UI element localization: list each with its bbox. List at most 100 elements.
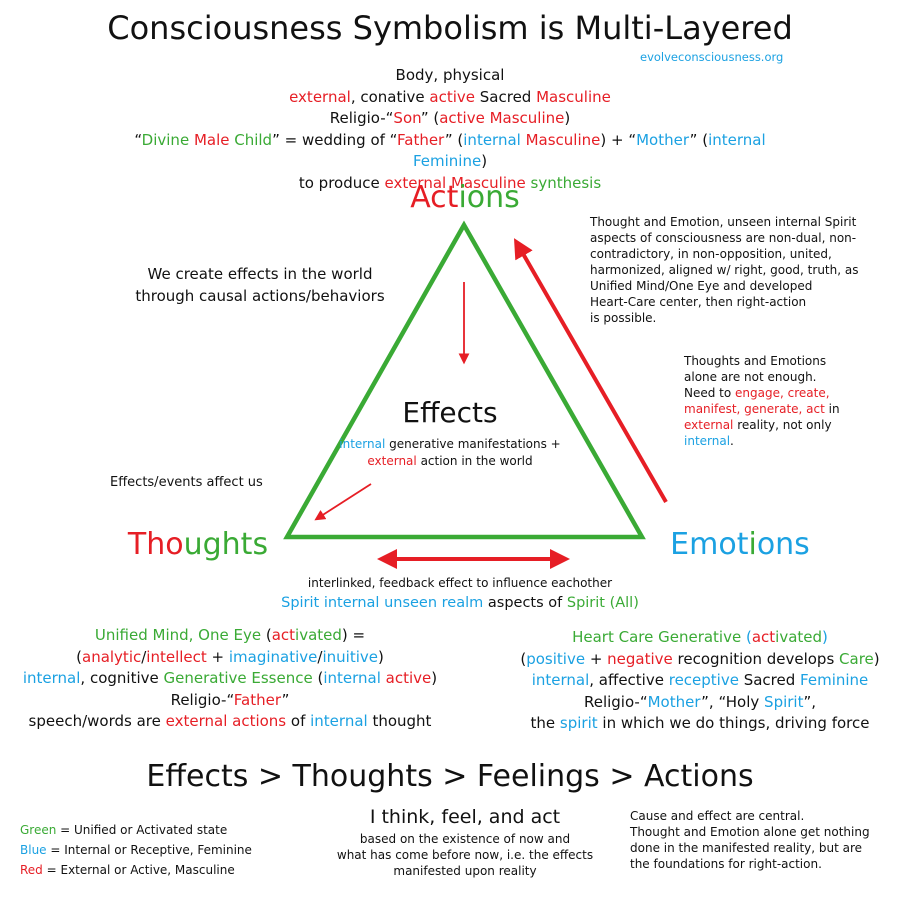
text-segment: Masculine — [536, 87, 611, 106]
text-segment: ions — [458, 180, 520, 215]
text-line: Thoughts and Emotions — [684, 353, 884, 369]
text-segment: done in the manifested reality, but are — [630, 841, 863, 855]
text-segment: speech/words are — [28, 712, 166, 730]
text-line: “Divine Male Child” = wedding of “Father… — [100, 130, 800, 173]
text-line: aspects of consciousness are non-dual, n… — [590, 230, 890, 246]
text-segment: Sacred — [738, 671, 801, 689]
text-line: manifest, generate, act in — [684, 401, 884, 417]
text-segment: Effects/events affect us — [110, 475, 263, 490]
text-line: external reality, not only — [684, 417, 884, 433]
text-segment: Father — [233, 690, 282, 709]
text-segment: in — [824, 402, 840, 416]
note-causal-actions: We create effects in the world through ca… — [130, 264, 390, 307]
text-segment: ” ( — [444, 130, 464, 149]
text-segment: , cognitive — [80, 669, 164, 687]
text-line: Body, physical — [100, 65, 800, 87]
text-segment: positive — [526, 649, 586, 668]
vertex-actions-label: Actions — [380, 180, 550, 215]
vertex-emotions-label: Emotions — [660, 527, 820, 562]
text-line: what has come before now, i.e. the effec… — [320, 847, 610, 863]
text-segment: Cause and effect are central. — [630, 809, 805, 823]
text-segment: external — [367, 453, 417, 468]
text-segment: active — [429, 87, 476, 106]
text-segment: Tho — [127, 527, 184, 562]
text-segment: Body, physical — [395, 66, 505, 84]
text-line: through causal actions/behaviors — [130, 286, 390, 308]
text-line: Heart-Care center, then right-action — [590, 294, 890, 310]
text-segment: ) + “ — [600, 130, 637, 149]
text-segment: ” — [281, 690, 290, 709]
text-segment: act — [751, 628, 776, 646]
text-segment: Mother — [636, 130, 690, 149]
text-line: is possible. — [590, 310, 890, 326]
spirit-realm-line: Spirit internal unseen realm aspects of … — [200, 595, 720, 611]
text-line: manifested upon reality — [320, 863, 610, 879]
text-segment: + — [206, 647, 229, 666]
text-segment: Red — [20, 863, 43, 877]
text-line: (positive + negative recognition develop… — [490, 649, 900, 671]
text-segment: manifest, generate, act — [684, 402, 825, 416]
text-segment: i — [748, 527, 757, 562]
text-line: to produce external Masculine synthesis — [100, 173, 800, 195]
text-segment: ons — [756, 527, 810, 562]
vertex-thoughts-label: Thoughts — [118, 527, 278, 562]
text-segment: thought — [367, 712, 432, 730]
text-segment: Masculine — [520, 130, 601, 149]
text-segment: ) — [481, 152, 488, 170]
effects-subtitle: internal generative manifestations +exte… — [320, 436, 580, 469]
text-segment: Male — [193, 130, 230, 149]
text-segment: ughts — [183, 527, 269, 562]
text-line: external action in the world — [320, 453, 580, 470]
text-segment: Father — [397, 130, 445, 149]
text-segment: / — [141, 647, 147, 666]
text-segment: the foundations for right-action. — [630, 857, 822, 871]
text-segment: is possible. — [590, 311, 657, 325]
text-segment: Spirit (All) — [566, 595, 639, 611]
text-line: done in the manifested reality, but are — [630, 840, 890, 856]
text-line: Red = External or Active, Masculine — [20, 860, 280, 880]
text-segment: in which we do things, driving force — [597, 714, 870, 732]
text-segment: ) — [564, 109, 571, 127]
text-line: Thought and Emotion, unseen internal Spi… — [590, 214, 890, 230]
page-title: Consciousness Symbolism is Multi-Layered — [107, 9, 793, 47]
text-segment: ) — [873, 649, 880, 668]
text-segment: Thought and Emotion, unseen internal Spi… — [590, 215, 857, 229]
text-segment: ivated — [295, 626, 342, 644]
text-segment: ( — [312, 669, 324, 687]
text-segment: external — [684, 418, 734, 432]
text-line: Need to engage, create, — [684, 385, 884, 401]
text-segment: generative manifestations + — [385, 437, 561, 451]
arrow-emotions-to-actions — [514, 238, 668, 503]
text-segment: ” = wedding of “ — [272, 130, 397, 149]
text-segment: contradictory, in non-opposition, united… — [590, 247, 832, 261]
effects-title: Effects — [402, 396, 498, 429]
text-line: Blue = Internal or Receptive, Feminine — [20, 840, 280, 860]
text-line: Cause and effect are central. — [630, 808, 890, 824]
text-segment: Generative Essence — [163, 669, 313, 687]
text-segment: internal — [531, 671, 590, 689]
text-segment: Feminine — [800, 671, 869, 689]
text-segment: the — [530, 714, 560, 732]
text-segment: through causal actions/behaviors — [135, 286, 385, 305]
text-segment: ( — [520, 649, 527, 668]
text-segment: Heart-Care center, then right-action — [590, 295, 807, 309]
text-segment: . — [730, 434, 734, 448]
website-label: evolveconsciousness.org — [640, 50, 784, 64]
text-line: the foundations for right-action. — [630, 856, 890, 872]
note-spirit-nondual: Thought and Emotion, unseen internal Spi… — [590, 214, 890, 326]
text-segment: Unified Mind, One Eye — [94, 626, 262, 644]
text-segment: harmonized, aligned w/ right, good, trut… — [590, 263, 859, 277]
text-line: harmonized, aligned w/ right, good, trut… — [590, 262, 890, 278]
text-segment: ivated — [775, 628, 823, 646]
text-segment: act — [271, 626, 296, 644]
text-line: internal, affective receptive Sacred Fem… — [490, 670, 900, 692]
text-segment: Emot — [670, 527, 749, 562]
text-line: Unified Mind/One Eye and developed — [590, 278, 890, 294]
text-segment: We create effects in the world — [147, 265, 373, 283]
text-segment: Religio-“ — [329, 109, 394, 127]
text-line: Effects/events affect us — [110, 474, 310, 492]
text-segment: Need to — [684, 386, 736, 400]
text-segment: action in the world — [416, 453, 533, 468]
